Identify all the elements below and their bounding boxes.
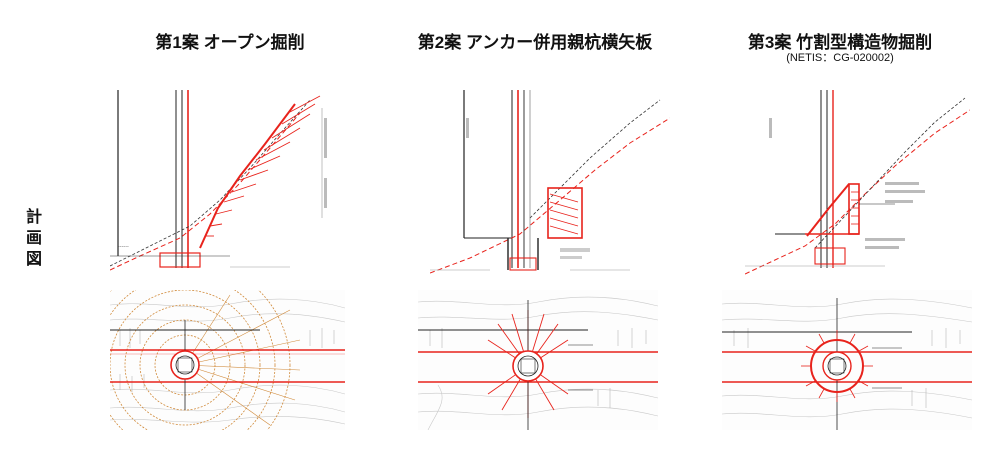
plan-2-title: 第2案 アンカー併用親杭横矢板: [417, 33, 653, 52]
plan-1-section-drawing: ------: [110, 88, 345, 278]
row-label-plan-drawing: 計 画 図: [22, 207, 46, 270]
row-label-char-1: 計: [25, 209, 42, 226]
plan-3-title: 第3案 竹割型構造物掘削: [747, 33, 933, 52]
row-label-char-2: 画: [25, 230, 42, 247]
plan-1-title: 第1案 オープン掘削: [155, 33, 305, 52]
plan-3-subtitle: (NETIS：CG-020002): [786, 52, 894, 64]
row-label-char-3: 図: [25, 251, 42, 268]
plan-3-plan-view-drawing: [722, 290, 972, 430]
plan-2-section-drawing: [430, 88, 670, 278]
plan-2-plan-view-drawing: [418, 290, 658, 430]
plan-1-plan-view-drawing: [110, 290, 345, 430]
svg-text:------: ------: [118, 244, 129, 250]
plan-3-section-drawing: [745, 88, 970, 278]
